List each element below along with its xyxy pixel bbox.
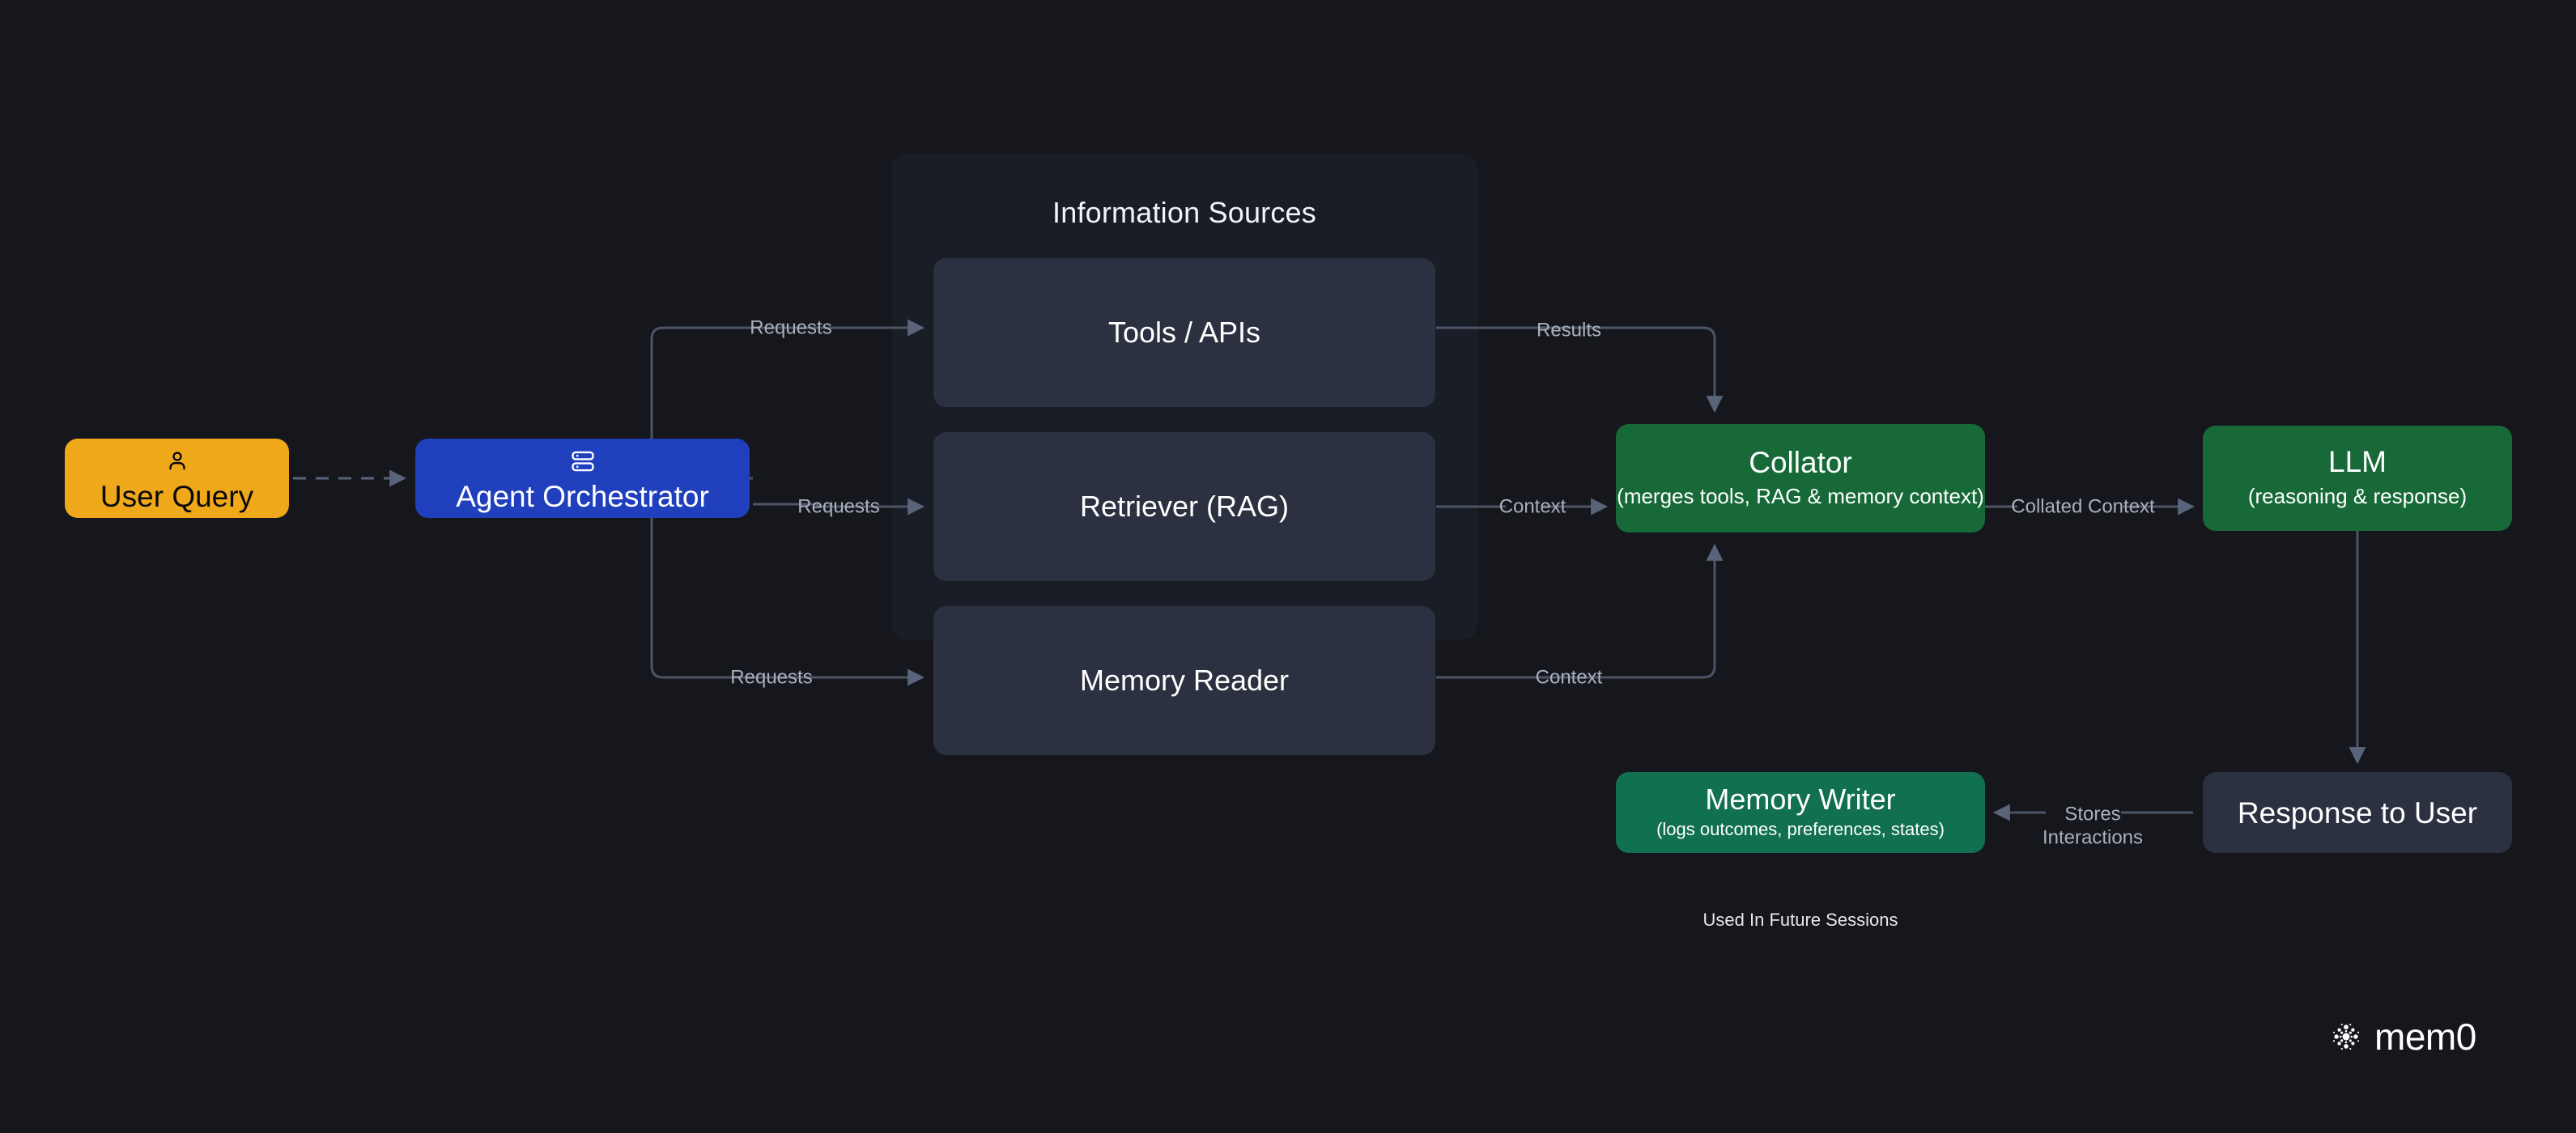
- server-stack-icon: [569, 448, 597, 475]
- node-retriever-rag[interactable]: Retriever (RAG): [933, 432, 1435, 581]
- node-memory-writer[interactable]: Memory Writer (logs outcomes, preference…: [1616, 772, 1985, 853]
- node-memory-reader[interactable]: Memory Reader: [933, 606, 1435, 755]
- mem0-wordmark: mem0: [2374, 1016, 2476, 1058]
- brand-mem0: mem0: [2329, 1018, 2476, 1055]
- node-tools-apis[interactable]: Tools / APIs: [933, 258, 1435, 407]
- group-information-sources-title: Information Sources: [1052, 196, 1316, 229]
- node-memory-writer-title: Memory Writer: [1705, 782, 1896, 816]
- edge-label-context-memory: Context: [1535, 666, 1603, 689]
- node-memory-writer-subtitle: (logs outcomes, preferences, states): [1656, 818, 1945, 839]
- edge-label-collated-context: Collated Context: [2011, 495, 2155, 518]
- node-user-query[interactable]: User Query: [65, 439, 289, 518]
- edge-memory-reader-to-collator: [1436, 543, 1724, 679]
- node-tools-apis-title: Tools / APIs: [1107, 316, 1261, 349]
- edge-label-stores-interactions: Stores Interactions: [2042, 803, 2144, 849]
- node-retriever-rag-title: Retriever (RAG): [1079, 490, 1290, 523]
- edge-label-context-retriever: Context: [1498, 495, 1566, 518]
- caption-used-in-future-sessions: Used In Future Sessions: [1702, 910, 1898, 930]
- node-llm-subtitle: (reasoning & response): [2247, 484, 2468, 509]
- node-collator-subtitle: (merges tools, RAG & memory context): [1617, 483, 1984, 508]
- node-llm-title: LLM: [2328, 445, 2387, 479]
- node-response-to-user[interactable]: Response to User: [2203, 772, 2512, 853]
- user-icon: [165, 449, 189, 473]
- edge-label-results: Results: [1536, 319, 1602, 342]
- mem0-radial-dots-icon: [2329, 1020, 2363, 1054]
- node-response-to-user-title: Response to User: [2237, 796, 2478, 830]
- node-collator[interactable]: Collator (merges tools, RAG & memory con…: [1616, 424, 1985, 533]
- node-llm[interactable]: LLM (reasoning & response): [2203, 426, 2512, 531]
- edge-label-requests-memory: Requests: [730, 666, 813, 689]
- node-user-query-title: User Query: [100, 479, 254, 513]
- edge-label-requests-retriever: Requests: [797, 495, 880, 518]
- node-memory-reader-title: Memory Reader: [1079, 664, 1290, 697]
- node-collator-title: Collator: [1749, 445, 1852, 479]
- node-agent-orchestrator[interactable]: Agent Orchestrator: [415, 439, 750, 518]
- edge-label-requests-tools: Requests: [750, 316, 832, 339]
- node-agent-orchestrator-title: Agent Orchestrator: [456, 479, 709, 513]
